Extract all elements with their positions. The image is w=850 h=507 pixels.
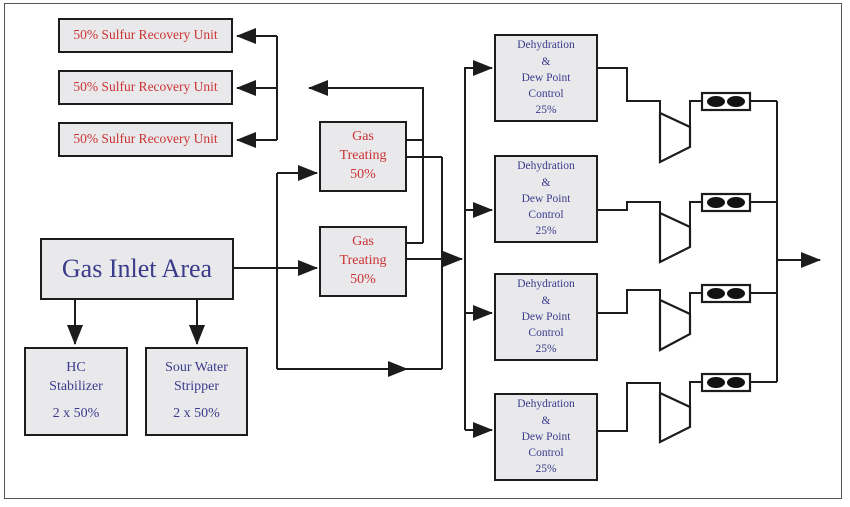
node-label: & [541,414,551,427]
node-label: Control [528,88,564,101]
cooler-2-fan-icon [707,197,725,208]
node-capacity: 25% [535,225,557,238]
node-label: Dew Point [521,192,571,205]
cooler-4-fan-icon [727,377,745,388]
node-capacity: 2 x 50% [173,406,220,422]
flow-dehy-distribution-line [464,60,493,430]
node-label: Dew Point [521,430,571,443]
node-gas-inlet-area: Gas Inlet Area [40,238,234,300]
node-label: Dehydration [517,398,575,411]
node-label: Dehydration [517,278,575,291]
node-label: Sour Water [165,359,228,375]
node-label: Dew Point [521,310,571,323]
node-gas-treating-2: Gas Treating 50% [319,226,407,297]
train2-suction-line [598,201,661,214]
flow-acid-gas-line [308,80,424,243]
node-sulfur-recovery-unit-3: 50% Sulfur Recovery Unit [58,122,233,157]
node-label: Control [528,209,564,222]
node-label: 50% Sulfur Recovery Unit [73,79,218,95]
node-label: Treating [339,253,387,269]
compressor-1-icon [658,111,692,164]
cooler-3-fan-icon [727,288,745,299]
compressor-4-icon [658,391,692,444]
node-sulfur-recovery-unit-2: 50% Sulfur Recovery Unit [58,70,233,105]
node-dehydration-dew-point-3: Dehydration & Dew Point Control 25% [494,273,598,361]
train4-suction-line [598,382,661,432]
node-capacity: 2 x 50% [52,406,100,422]
node-label: Gas [352,129,374,145]
node-label: & [541,294,551,307]
node-label: Treating [339,148,387,164]
node-label: & [541,55,551,68]
train3-discharge-line [689,292,702,314]
train1-suction-line [598,67,661,114]
node-label: Gas Inlet Area [61,253,213,283]
node-label: Dehydration [517,160,575,173]
node-capacity: 25% [535,104,557,117]
node-label: HC [66,359,86,375]
cooler-1-fan-icon [727,96,745,107]
node-capacity: 25% [535,343,557,356]
cooler-1-fan-icon [707,96,725,107]
node-label: & [541,176,551,189]
node-label: Stripper [173,378,220,394]
node-dehydration-dew-point-2: Dehydration & Dew Point Control 25% [494,155,598,243]
compressor-2-icon [658,211,692,264]
node-label: Dehydration [517,39,575,52]
node-gas-treating-1: Gas Treating 50% [319,121,407,192]
cooler-2-fan-icon [727,197,745,208]
node-label: Dew Point [521,71,571,84]
train2-discharge-line [689,201,702,227]
node-capacity: 50% [350,271,376,287]
train4-discharge-line [689,381,702,407]
node-label: Stabilizer [49,378,103,394]
cooler-3-fan-icon [707,288,725,299]
train3-suction-line [598,289,661,314]
train1-discharge-line [689,100,702,127]
node-label: Gas [352,234,374,250]
node-dehydration-dew-point-1: Dehydration & Dew Point Control 25% [494,34,598,122]
node-dehydration-dew-point-4: Dehydration & Dew Point Control 25% [494,393,598,481]
cooler-4-fan-icon [707,377,725,388]
compressor-3-icon [658,298,692,352]
node-label: 50% Sulfur Recovery Unit [73,131,218,147]
node-label: Control [528,447,564,460]
node-sulfur-recovery-unit-1: 50% Sulfur Recovery Unit [58,18,233,53]
node-hc-stabilizer: HC Stabilizer 2 x 50% [24,347,128,436]
node-sour-water-stripper: Sour Water Stripper 2 x 50% [145,347,248,436]
node-capacity: 25% [535,463,557,476]
node-label: 50% Sulfur Recovery Unit [73,27,218,43]
node-label: Control [528,327,564,340]
node-capacity: 50% [350,166,376,182]
